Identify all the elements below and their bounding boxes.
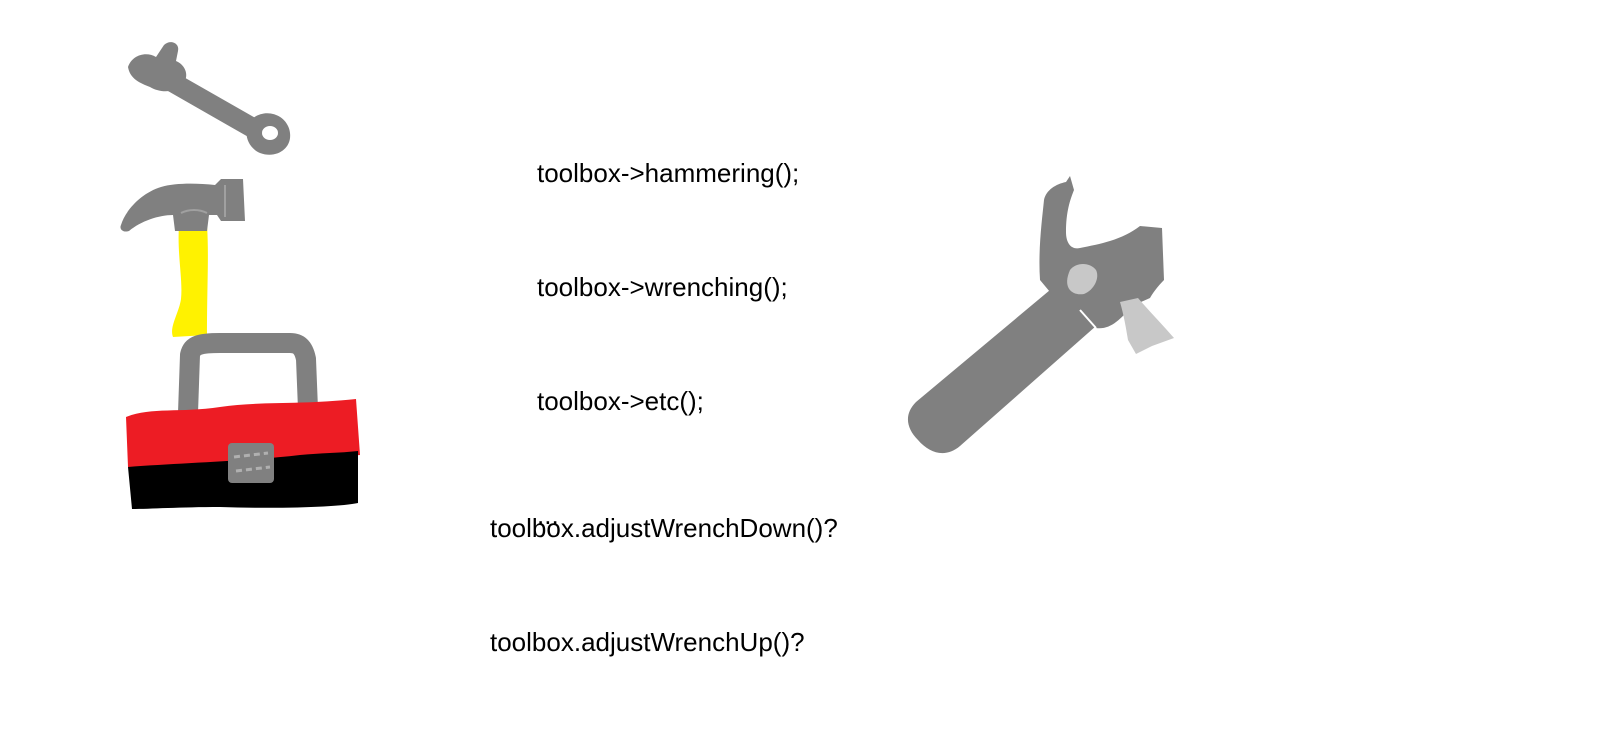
wrench-icon [128, 42, 291, 155]
adjustable-wrench-icon [907, 176, 1174, 454]
drawing-canvas: toolbox->hammering(); toolbox->wrenching… [120, 42, 1174, 657]
code-line-hammering: toolbox->hammering(); [537, 158, 800, 188]
wrench-adjust-questions: toolbox.adjustWrenchDown()? toolbox.adju… [490, 433, 838, 737]
hammer-icon [120, 179, 245, 337]
question-line-adjust-down: toolbox.adjustWrenchDown()? [490, 513, 838, 543]
code-line-wrenching: toolbox->wrenching(); [537, 272, 788, 302]
toolbox-method-calls: toolbox->hammering(); toolbox->wrenching… [537, 78, 799, 610]
code-line-ellipsis: ... [537, 500, 559, 530]
code-line-etc: toolbox->etc(); [537, 386, 704, 416]
toolbox-icon [126, 333, 360, 509]
question-line-adjust-up: toolbox.adjustWrenchUp()? [490, 627, 805, 657]
